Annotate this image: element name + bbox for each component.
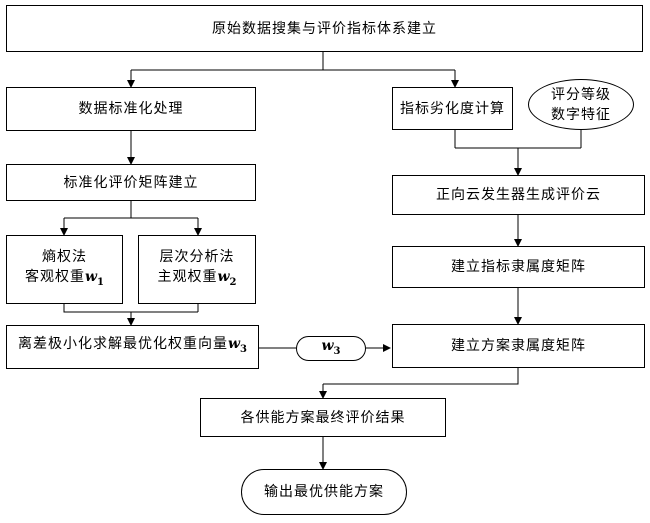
node-grade-line1: 评分等级 bbox=[551, 86, 611, 103]
node-data-collection: 原始数据搜集与评价指标体系建立 bbox=[6, 5, 643, 52]
node-index-membership: 建立指标隶属度矩阵 bbox=[392, 246, 645, 288]
matrix-split-line bbox=[64, 201, 198, 219]
node-entropy-line2: 客观权重w1 bbox=[25, 267, 104, 293]
node-entropy-text: 客观权重 bbox=[24, 268, 85, 285]
node-ahp-method: 层次分析法 主观权重w2 bbox=[138, 235, 256, 304]
node-ahp-line1: 层次分析法 bbox=[159, 248, 235, 265]
w-subscript: 3 bbox=[240, 343, 248, 355]
weight-symbol-w3-pill: w3 bbox=[321, 336, 340, 362]
node-entropy-method: 熵权法 客观权重w1 bbox=[6, 235, 123, 304]
node-index-membership-label: 建立指标隶属度矩阵 bbox=[451, 259, 586, 275]
weight-symbol-w3: w3 bbox=[227, 336, 248, 355]
node-matrix-build-label: 标准化评价矩阵建立 bbox=[63, 174, 199, 191]
node-matrix-build: 标准化评价矩阵建立 bbox=[6, 164, 256, 201]
node-output-optimal-label: 输出最优供能方案 bbox=[264, 484, 384, 500]
node-weight-optimization-text: 离差极小化求解最优化权重向量 bbox=[17, 336, 228, 353]
node-w3-weight: w3 bbox=[296, 336, 366, 361]
w-letter: w bbox=[217, 268, 230, 285]
node-data-collection-label: 原始数据搜集与评价指标体系建立 bbox=[212, 20, 437, 37]
w-subscript: 1 bbox=[97, 276, 105, 288]
node-final-evaluation: 各供能方案最终评价结果 bbox=[200, 398, 446, 437]
node-scheme-membership: 建立方案隶属度矩阵 bbox=[392, 324, 645, 368]
node-final-evaluation-label: 各供能方案最终评价结果 bbox=[240, 409, 406, 426]
weight-symbol-w2: w2 bbox=[217, 268, 237, 288]
node-weight-optimization: 离差极小化求解最优化权重向量w3 bbox=[6, 325, 259, 369]
weight-symbol-w1: w1 bbox=[84, 268, 105, 288]
w-letter: w bbox=[321, 337, 334, 354]
node-cloud-generator: 正向云发生器生成评价云 bbox=[392, 175, 645, 215]
scheme-to-result-line bbox=[323, 368, 519, 385]
weights-merge-line bbox=[63, 304, 199, 313]
node-ahp-line2: 主观权重w2 bbox=[157, 267, 236, 293]
node-degradation-calc-label: 指标劣化度计算 bbox=[400, 100, 505, 117]
top-split-line bbox=[131, 52, 455, 71]
node-entropy-line1: 熵权法 bbox=[42, 248, 87, 265]
node-ahp-text: 主观权重 bbox=[157, 268, 218, 285]
node-weight-optimization-line: 离差极小化求解最优化权重向量w3 bbox=[18, 334, 247, 360]
node-scheme-membership-label: 建立方案隶属度矩阵 bbox=[451, 338, 586, 354]
node-degradation-calc: 指标劣化度计算 bbox=[392, 87, 513, 130]
w-letter: w bbox=[84, 268, 98, 285]
node-cloud-generator-label: 正向云发生器生成评价云 bbox=[436, 187, 601, 203]
right-merge-line bbox=[454, 130, 582, 149]
w-letter: w bbox=[227, 336, 241, 353]
node-grade-line2: 数字特征 bbox=[551, 106, 611, 123]
node-data-normalization: 数据标准化处理 bbox=[6, 87, 256, 131]
w-subscript: 2 bbox=[229, 276, 237, 288]
node-output-optimal: 输出最优供能方案 bbox=[241, 469, 407, 515]
w-subscript: 3 bbox=[333, 345, 341, 357]
node-grade-features: 评分等级 数字特征 bbox=[528, 79, 634, 130]
node-data-normalization-label: 数据标准化处理 bbox=[78, 101, 184, 117]
